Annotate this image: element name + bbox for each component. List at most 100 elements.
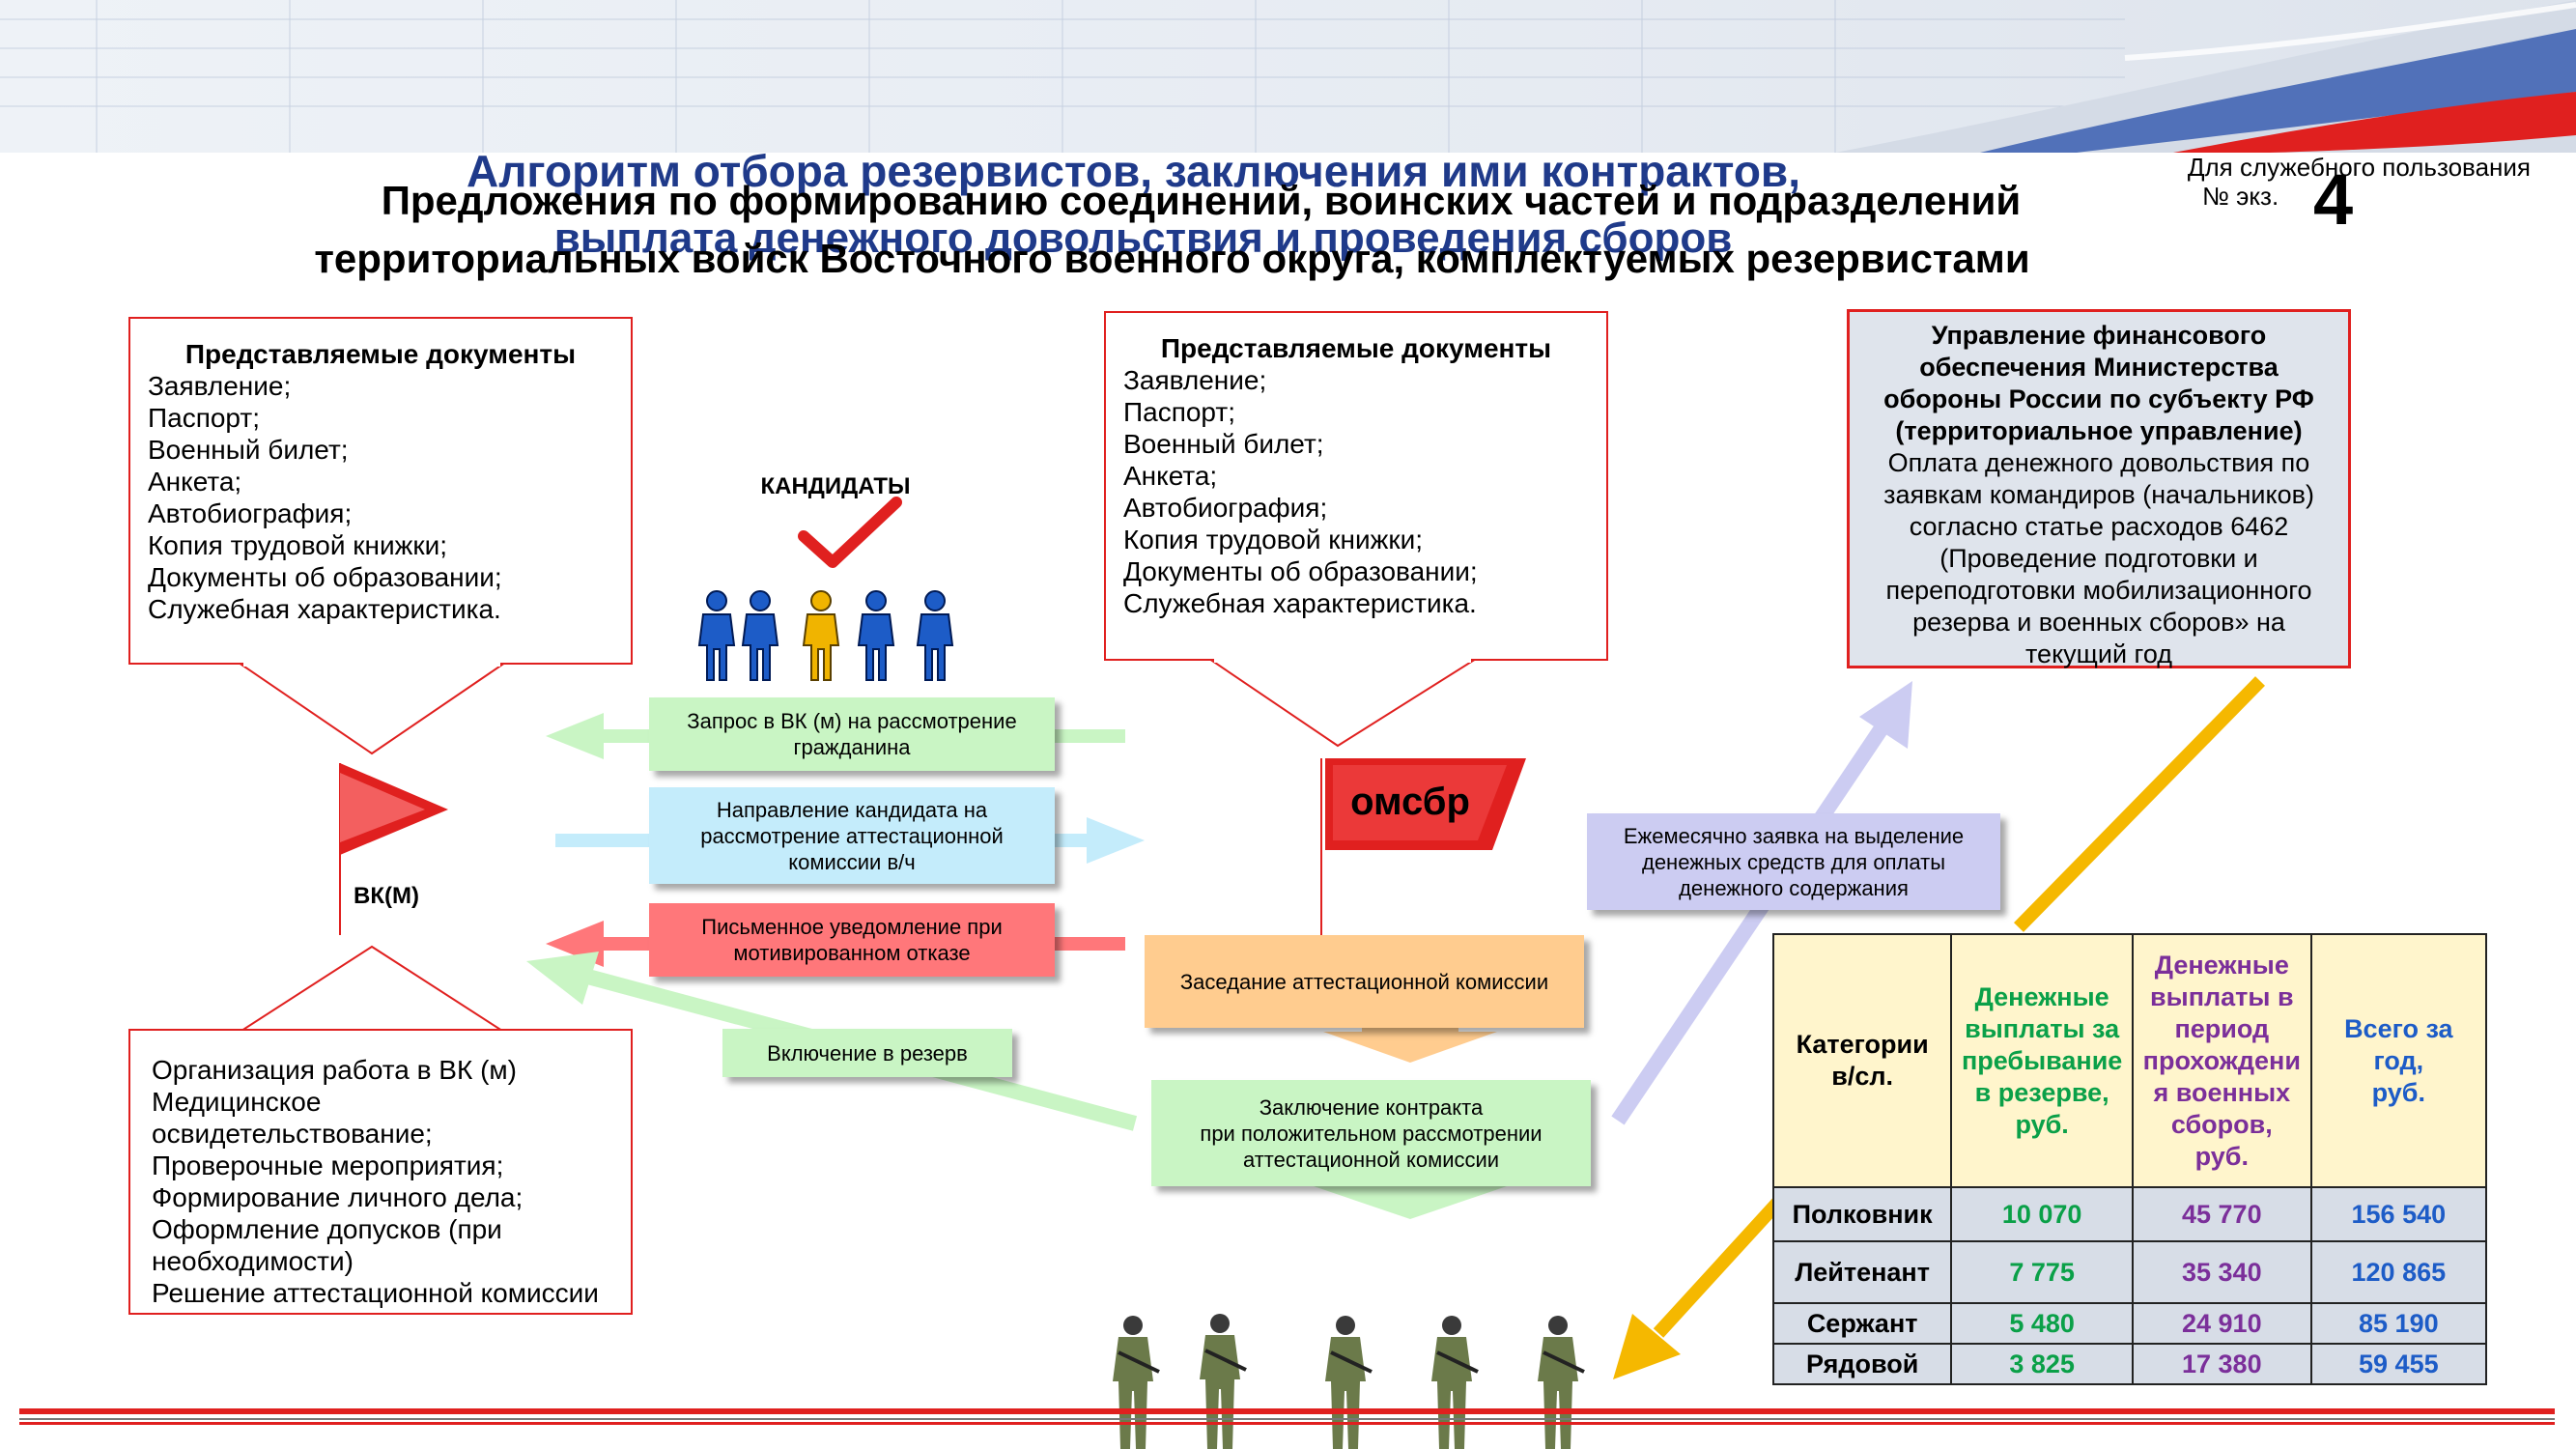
table-cell-training: 45 770 — [2131, 1186, 2312, 1242]
list-item: необходимости) — [152, 1246, 354, 1276]
direction-label: Направление кандидата на рассмотрение ат… — [649, 787, 1055, 884]
list-item: Копия трудовой книжки; — [148, 530, 447, 560]
header-line: год, — [2373, 1045, 2424, 1075]
table-cell-total: 59 455 — [2309, 1343, 2488, 1385]
header-line: пребывание — [1961, 1045, 2123, 1075]
finance-body-line: Оплата денежного довольствия по — [1887, 448, 2310, 477]
table-header-category: Категории в/сл. — [1771, 933, 1953, 1188]
footer-divider — [19, 1422, 2555, 1425]
list-item: Анкета; — [148, 467, 242, 497]
slide-number: 4 — [2313, 159, 2354, 240]
copy-number-label: № экз. — [2202, 182, 2279, 211]
reserve-label: Включение в резерв — [722, 1029, 1012, 1077]
arrow-left-icon — [526, 952, 599, 1005]
contract-label: Заключение контракта при положительном р… — [1151, 1080, 1591, 1186]
arrow-down-icon — [1314, 1186, 1507, 1219]
list-item: Анкета; — [1123, 461, 1218, 491]
table-cell-training: 35 340 — [2131, 1240, 2312, 1304]
person-icon — [916, 590, 954, 681]
person-icon — [741, 590, 779, 681]
table-row: Полковник 10 070 45 770 156 540 — [1771, 1186, 2488, 1242]
arrow-up-icon — [1859, 681, 1912, 749]
table-cell-reserve: 10 070 — [1950, 1186, 2134, 1242]
arrow-down-icon — [1323, 1032, 1497, 1063]
finance-heading-line: (территориальное управление) — [1895, 416, 2303, 445]
payment-arrow-line-upper — [2014, 676, 2265, 932]
finance-body-line: резерва и военных сборов» на — [1912, 608, 2285, 637]
list-item: Документы об образовании; — [1123, 556, 1478, 586]
checkmark-icon — [798, 497, 902, 568]
center-documents-heading: Представляемые документы — [1160, 333, 1552, 363]
soldier-icon — [1431, 1316, 1479, 1449]
monthly-request-label: Ежемесячно заявка на выделение денежных … — [1587, 813, 2000, 910]
refusal-label: Письменное уведомление при мотивированно… — [649, 903, 1055, 977]
header-line: выплаты за — [1965, 1013, 2120, 1043]
soldier-icon — [1200, 1314, 1247, 1449]
list-item: Документы об образовании; — [148, 562, 502, 592]
left-docs-callout-pointer — [238, 664, 506, 755]
person-icon — [857, 590, 895, 681]
payments-table: Категории в/сл. Денежные выплаты за преб… — [1771, 933, 2488, 1385]
table-header-total: Всего за год, руб. — [2309, 933, 2488, 1188]
banner-decoration — [0, 0, 2576, 153]
header-line: руб. — [2015, 1109, 2069, 1139]
list-item: Паспорт; — [1123, 397, 1235, 427]
bottom-box-callout-pointer — [238, 945, 506, 1032]
table-cell-training: 24 910 — [2131, 1302, 2312, 1345]
header-line: выплаты в — [2150, 981, 2294, 1011]
table-row: Сержант 5 480 24 910 85 190 — [1771, 1302, 2488, 1345]
center-documents-box: Представляемые документы Заявление; Пасп… — [1104, 311, 1608, 661]
contract-label-line: Заключение контракта — [1259, 1094, 1484, 1120]
omsbr-flag-icon — [1325, 758, 1526, 850]
arrow-right-icon — [1087, 817, 1145, 864]
table-cell-category: Сержант — [1771, 1302, 1953, 1345]
contract-label-line: аттестационной комиссии — [1242, 1147, 1500, 1172]
list-item: Военный билет; — [148, 435, 349, 465]
request-label: Запрос в ВК (м) на рассмотрение граждани… — [649, 697, 1055, 771]
header-banner — [0, 0, 2576, 153]
table-cell-training: 17 380 — [2131, 1343, 2312, 1385]
list-item: Формирование личного дела; — [152, 1182, 524, 1212]
finance-body-line: заявкам командиров (начальников) — [1883, 480, 2314, 509]
list-item: Заявление; — [1123, 365, 1267, 395]
person-icon — [802, 590, 840, 681]
finance-heading-line: обеспечения Министерства — [1919, 353, 2279, 382]
table-cell-total: 156 540 — [2309, 1186, 2488, 1242]
list-item: Автобиография; — [1123, 493, 1328, 523]
soldier-icon — [1325, 1316, 1373, 1449]
finance-body-line: (Проведение подготовки и — [1939, 544, 2258, 573]
footer-divider — [19, 1418, 2555, 1420]
arrow-down-left-icon — [1613, 1314, 1681, 1379]
payment-arrow-line-lower — [1653, 1193, 1788, 1338]
table-header-row: Категории в/сл. Денежные выплаты за преб… — [1771, 933, 2488, 1188]
table-header-reserve: Денежные выплаты за пребывание в резерве… — [1950, 933, 2134, 1188]
finance-heading-line: обороны России по субъекту РФ — [1883, 384, 2314, 413]
header-line: прохождени — [2142, 1045, 2301, 1075]
list-item: Медицинское — [152, 1087, 322, 1117]
table-row: Рядовой 3 825 17 380 59 455 — [1771, 1343, 2488, 1385]
list-item: Паспорт; — [148, 403, 260, 433]
classification-label: Для служебного пользования — [2187, 153, 2531, 182]
header-line: Денежные — [1974, 981, 2109, 1011]
header-line: сборов, — [2170, 1109, 2273, 1139]
finance-body-line: переподготовки мобилизационного — [1885, 576, 2312, 605]
header-line: Денежные — [2154, 950, 2289, 980]
finance-department-box: Управление финансового обеспечения Минис… — [1847, 309, 2351, 668]
list-item: освидетельствование; — [152, 1119, 433, 1149]
monthly-request-arrow-line — [1611, 718, 1892, 1125]
left-documents-box: Представляемые документы Заявление; Пасп… — [128, 317, 633, 665]
list-item: Военный билет; — [1123, 429, 1324, 459]
arrow-left-icon — [546, 713, 604, 759]
table-header-training: Денежные выплаты в период прохождени я в… — [2131, 933, 2312, 1188]
table-row: Лейтенант 7 775 35 340 120 865 — [1771, 1240, 2488, 1304]
finance-body-line: текущий год — [2024, 639, 2172, 668]
table-cell-category: Лейтенант — [1771, 1240, 1953, 1304]
center-docs-callout-pointer — [1208, 660, 1477, 748]
vkm-label: ВК(М) — [354, 883, 419, 909]
candidates-label: КАНДИДАТЫ — [760, 473, 911, 499]
finance-body-line: согласно статье расходов 6462 — [1909, 512, 2289, 541]
left-documents-heading: Представляемые документы — [184, 339, 577, 369]
header-line: Всего за — [2344, 1013, 2453, 1043]
list-item: Решение аттестационной комиссии — [152, 1278, 599, 1308]
person-icon — [697, 590, 736, 681]
